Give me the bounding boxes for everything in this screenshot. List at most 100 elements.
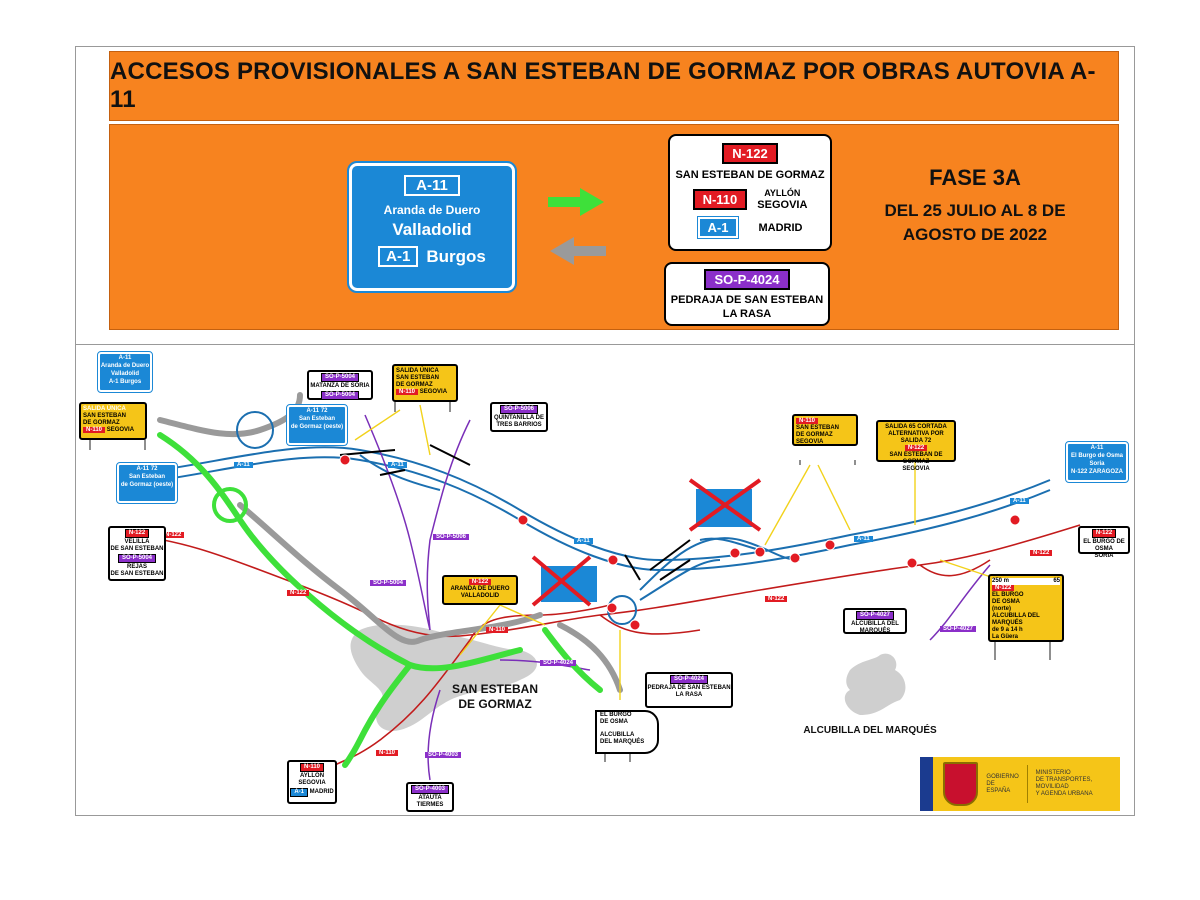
sign-line: SO-P-5004: [117, 554, 156, 563]
sign-line: 250 m: [992, 578, 1010, 584]
sign-line: DE OSMA: [992, 599, 1021, 605]
sign-line: A-1: [290, 788, 308, 797]
gov-line: GOBIERNO: [986, 773, 1019, 780]
sign-line: ZARAGOZA: [1089, 469, 1123, 475]
sign-line: SEGOVIA: [796, 439, 824, 445]
closed-exit-signs: [531, 478, 762, 607]
sign-line: Burgos: [426, 246, 486, 266]
sign-line: VELILLA: [124, 539, 150, 545]
sign-line: AYLLÓN: [764, 188, 801, 198]
sign-line: ATAUTA: [418, 795, 442, 801]
sign-line: Burgos: [120, 379, 142, 385]
divider: [1026, 765, 1028, 803]
ministry-line: DE TRANSPORTES, MOVILIDAD: [1035, 777, 1093, 790]
road-tag: N-122: [765, 596, 788, 602]
sign-line: Valladolid: [392, 220, 472, 239]
sign-line: EL BURGO: [992, 592, 1024, 598]
sign-line: A-11: [118, 355, 132, 361]
sign-line: N-122: [468, 579, 492, 585]
closure-bars: [339, 444, 691, 581]
sign-line: N-122: [904, 445, 928, 451]
page-title: ACCESOS PROVISIONALES A SAN ESTEBAN DE G…: [110, 58, 1096, 113]
sign-line: ALCUBILLA: [600, 732, 635, 738]
road-tag: N-122: [1030, 550, 1053, 556]
sign-line: de Gormaz (oeste): [290, 424, 344, 430]
map-sign-so4024: SO-P-4024 PEDRAJA DE SAN ESTEBAN LA RASA: [645, 672, 733, 708]
sign-line: A-11: [1090, 445, 1104, 451]
sign-line: ALCUBILLA DEL MARQUÉS: [851, 621, 899, 634]
sign-line: DE GORMAZ: [83, 420, 120, 426]
sign-line: SEGOVIA: [419, 389, 448, 395]
gov-text: GOBIERNO DE ESPAÑA: [986, 774, 1018, 795]
sign-line: SO-P-4027: [855, 611, 894, 620]
sign-line: SAN ESTEBAN: [83, 413, 127, 419]
eu-flag-icon: [920, 757, 933, 811]
sign-line: PEDRAJA DE SAN ESTEBAN: [647, 685, 731, 691]
sign-line: Valladolid: [110, 371, 139, 377]
ministry-line: MINISTERIO: [1035, 770, 1071, 776]
map-sign-aranda: N-122 ARANDA DE DUERO VALLADOLID: [442, 575, 518, 605]
map-sign-so4027: SO-P-4027 ALCUBILLA DEL MARQUÉS: [843, 608, 907, 634]
map-sign-burgo: A-11 El Burgo de Osma Soria N-122 ZARAGO…: [1065, 441, 1129, 483]
sign-line: SEGOVIA: [298, 780, 326, 786]
sign-line: TIERMES: [416, 802, 444, 808]
road-tag: A-11: [234, 462, 253, 468]
sign-line: 65: [1053, 578, 1060, 584]
map-sign-salida65: SALIDA 65 CORTADA ALTERNATIVA POR SALIDA…: [876, 420, 956, 472]
sign-line: SALIDA 65 CORTADA: [885, 424, 947, 430]
town-area: [350, 624, 537, 731]
sign-line: SEGOVIA: [106, 427, 135, 433]
sign-line: La Güera: [992, 634, 1019, 640]
road-tag: A-11: [574, 538, 593, 544]
sign-line: EL BURGO DE OSMA: [1083, 539, 1125, 552]
sign-line: N-110: [796, 418, 819, 424]
sign-line: DE OSMA: [600, 719, 629, 725]
phase-dates: DEL 25 JULIO AL 8 DE: [884, 201, 1066, 220]
road-tag: SO-P-4024: [540, 660, 577, 666]
sign-line: MATANZA DE SORIA: [310, 383, 370, 389]
sign-line: MADRID: [758, 221, 803, 234]
sign-line: ARANDA DE DUERO: [450, 586, 510, 592]
map-sign-so4003: SO-P-4003 ATAUTA TIERMES: [406, 782, 454, 812]
road-tag: A-11: [1010, 498, 1029, 504]
road-tag: A-11: [388, 462, 407, 468]
sign-line: EL BURGO: [600, 712, 632, 718]
town-label-line: SAN ESTEBAN: [451, 682, 538, 696]
sign-line: de Gormaz (oeste): [120, 482, 174, 488]
no-entry-icons: [339, 454, 1021, 631]
government-logo: GOBIERNO DE ESPAÑA MINISTERIO DE TRANSPO…: [920, 757, 1120, 811]
sign-line: N-110: [396, 389, 419, 395]
sign-line: PEDRAJA DE SAN ESTEBAN: [670, 294, 824, 306]
sign-line: ALTERNATIVA POR: [888, 431, 944, 437]
sign-line: N-110: [83, 427, 106, 433]
sign-line: Soria: [1089, 461, 1105, 467]
road-tag: SO-P-4027: [940, 626, 977, 632]
map-sign-so5004: SO-P-5004 MATANZA DE SORIA SO-P-5004: [307, 370, 373, 400]
sign-line: QUINTANILLA DE: [494, 415, 544, 421]
road-tag: N-110: [376, 750, 399, 756]
n122-road: [129, 524, 1081, 638]
sign-line: 72: [320, 408, 328, 414]
sign-line: 72: [150, 466, 158, 472]
sign-line: LA RASA: [722, 308, 772, 320]
legend-white-sign-2: SO-P-4024 PEDRAJA DE SAN ESTEBAN LA RASA: [664, 262, 830, 326]
map-sign-exit72: A-11 72 San Esteban de Gormaz (oeste): [286, 404, 348, 446]
road-badge: A-1: [696, 216, 740, 239]
sign-line: A-1: [108, 379, 119, 385]
town-label: SAN ESTEBAN DE GORMAZ: [440, 682, 550, 712]
sign-line: LA RASA: [675, 692, 703, 698]
sign-line: San Esteban: [298, 416, 335, 422]
sign-line: SAN ESTEBAN DE GORMAZ: [889, 452, 943, 465]
road-badge: SO-P-4024: [704, 269, 790, 290]
sign-line: SAN ESTEBAN: [796, 425, 840, 431]
sign-line: REJAS: [126, 564, 147, 570]
sign-line: de 9 a 14 h: [992, 627, 1023, 633]
sign-line: ALCUBILLA DEL MARQUÉS: [992, 613, 1040, 626]
map-sign-a11: A-11 Aranda de Duero Valladolid A-1 Burg…: [97, 351, 153, 393]
phase-info: FASE 3A DEL 25 JULIO AL 8 DE AGOSTO DE 2…: [860, 165, 1090, 247]
map-sign-salida-unica-2: SALIDA ÚNICA SAN ESTEBAN DE GORMAZ N-110…: [392, 364, 458, 402]
sign-line: TRES BARRIOS: [496, 422, 542, 428]
